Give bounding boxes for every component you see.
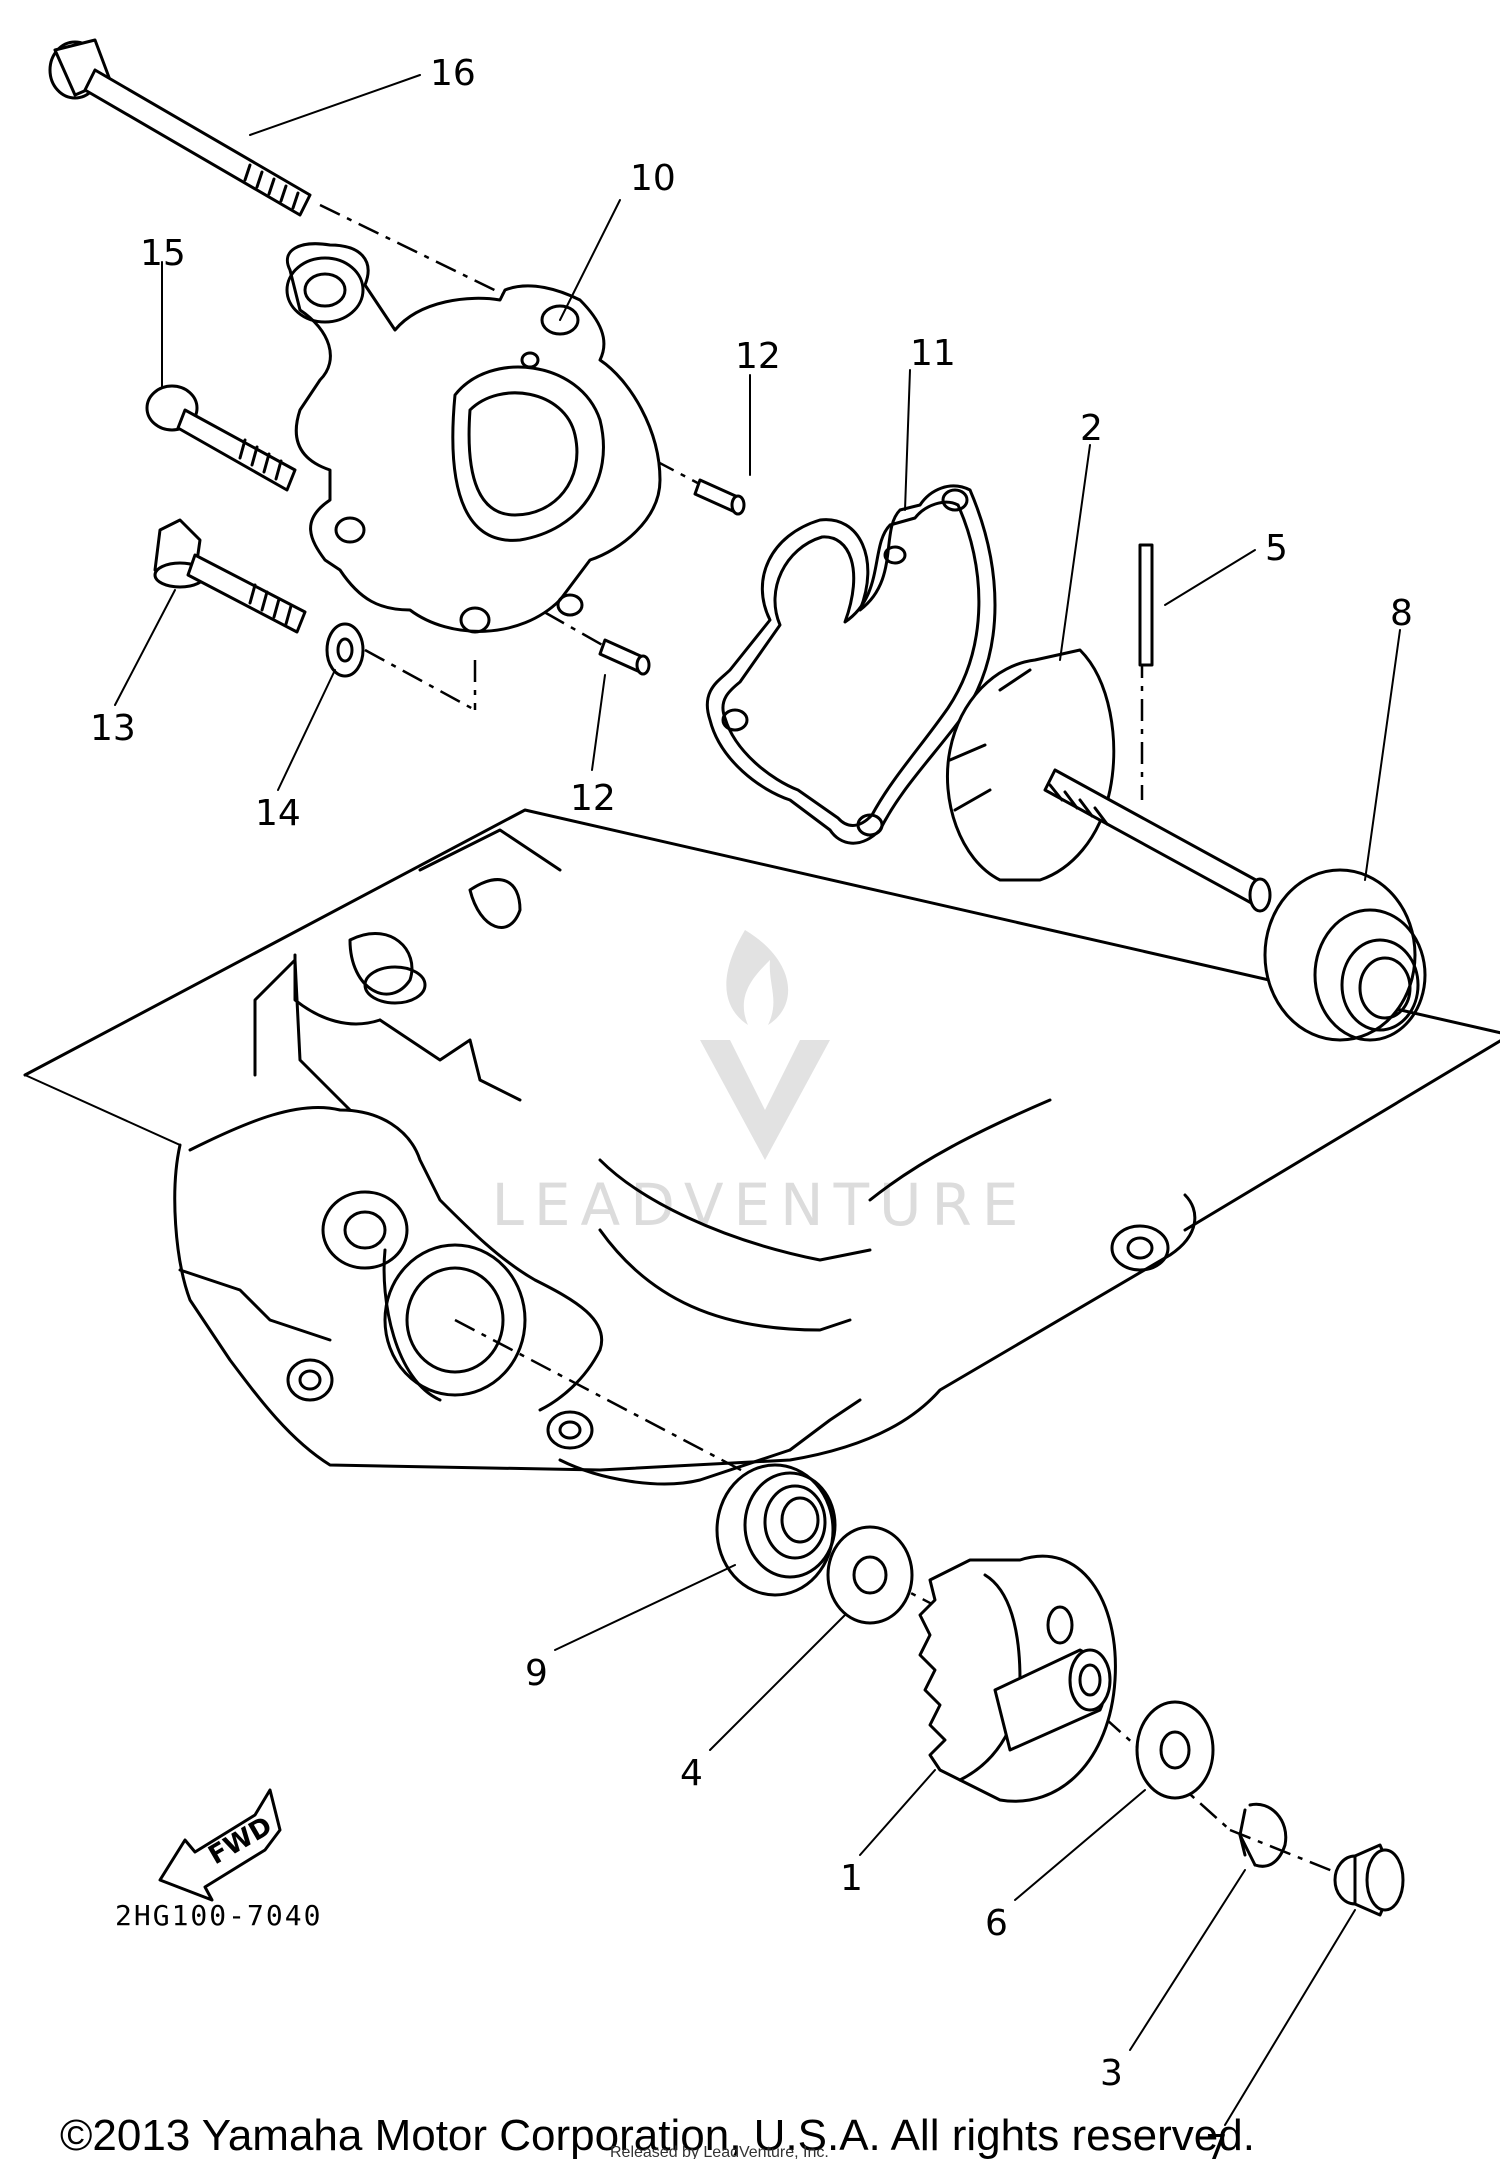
part-10-water-pump-cover — [285, 242, 662, 634]
part-6-washer — [1135, 1700, 1215, 1800]
part-8-bearing — [1263, 868, 1427, 1042]
part-5-pin — [1138, 543, 1154, 667]
fwd-arrow: FWD — [158, 1788, 282, 1902]
callout-7: 7 — [1205, 2128, 1228, 2159]
part-14-washer — [325, 622, 365, 678]
callout-2: 2 — [1080, 408, 1103, 449]
leadventure-watermark: LEADVENTURE — [492, 930, 1029, 1239]
part-3-circlip — [1238, 1802, 1288, 1868]
callout-16: 16 — [430, 53, 476, 94]
callout-9: 9 — [525, 1653, 548, 1694]
callout-10: 10 — [630, 158, 676, 199]
figure-code: 2HG100-7040 — [115, 1899, 322, 1932]
part-4-washer — [826, 1525, 914, 1625]
callout-5: 5 — [1265, 528, 1288, 569]
part-16-long-bolt — [48, 38, 312, 217]
callout-13: 13 — [90, 708, 136, 749]
callout-6: 6 — [985, 1903, 1008, 1944]
copyright-notice: ©2013 Yamaha Motor Corporation, U.S.A. A… — [60, 2111, 1255, 2159]
publisher-note: Released by LeadVenture, Inc. — [610, 2144, 829, 2159]
watermark-text: LEADVENTURE — [492, 1171, 1029, 1239]
part-2-impeller-shaft — [945, 648, 1272, 913]
part-15-bolt — [145, 384, 297, 492]
callout-4: 4 — [680, 1753, 703, 1794]
part-9-bearing — [715, 1463, 837, 1597]
callout-12-lower: 12 — [570, 778, 616, 819]
callout-leaders — [114, 74, 1401, 2126]
callout-8: 8 — [1390, 593, 1413, 634]
part-7-collar — [1333, 1843, 1405, 1917]
callout-15: 15 — [140, 233, 186, 274]
part-11-gasket — [705, 484, 997, 845]
part-1-gear — [918, 1554, 1117, 1803]
callout-14: 14 — [255, 793, 301, 834]
part-13-flange-bolt — [153, 518, 307, 634]
callout-11: 11 — [910, 333, 956, 374]
part-12-dowel-pin-lower — [598, 638, 651, 676]
callout-1: 1 — [840, 1858, 863, 1899]
crankcase-cover — [23, 808, 1500, 1486]
callout-3: 3 — [1100, 2053, 1123, 2094]
part-callouts: 16 10 15 12 11 2 5 8 13 14 12 9 4 1 6 3 … — [90, 53, 1413, 2164]
part-12-dowel-pin-upper — [693, 478, 746, 516]
callout-12-upper: 12 — [735, 336, 781, 377]
